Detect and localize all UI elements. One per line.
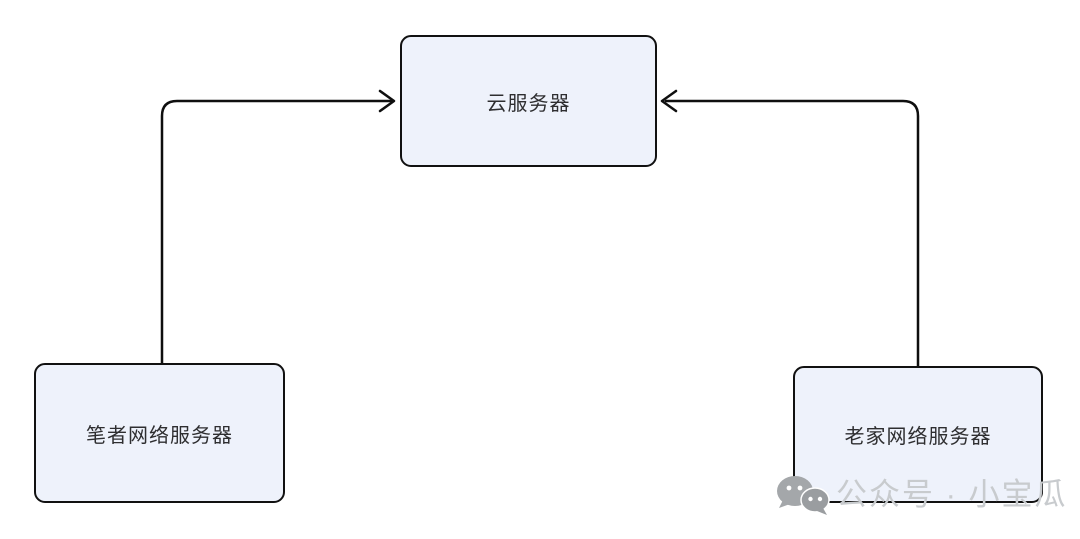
arrowhead-left-icon — [660, 89, 678, 113]
node-author-network-server-label: 笔者网络服务器 — [86, 424, 233, 447]
node-hometown-network-server-label: 老家网络服务器 — [844, 426, 992, 448]
edge-hometown-to-cloud — [660, 89, 920, 368]
edge-author-to-cloud — [160, 89, 396, 365]
node-cloud-server-label: 云服务器 — [486, 92, 571, 115]
arrowhead-right-icon — [378, 89, 396, 113]
node-cloud-server: 云服务器 — [400, 35, 657, 167]
node-hometown-network-server: 老家网络服务器 — [793, 366, 1043, 503]
node-author-network-server: 笔者网络服务器 — [34, 363, 285, 503]
